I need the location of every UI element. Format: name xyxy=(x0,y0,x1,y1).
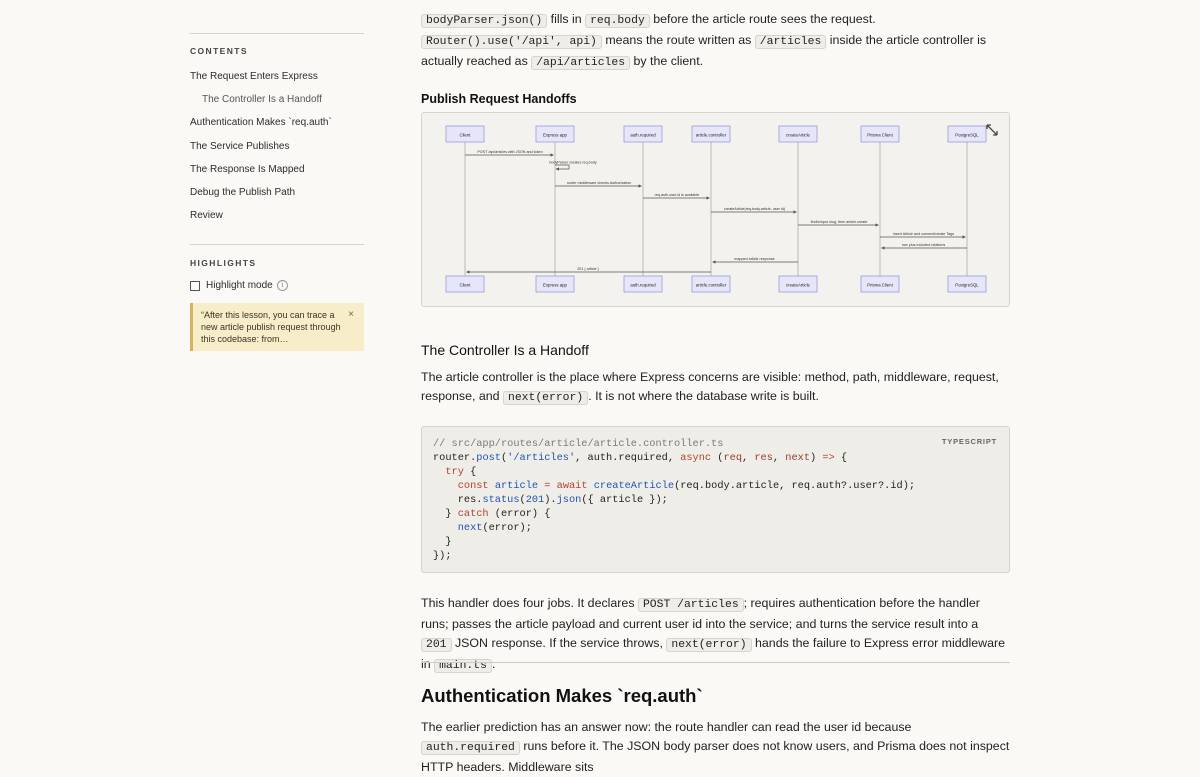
highlight-mode-label: Highlight mode xyxy=(206,280,273,291)
intro-paragraph: bodyParser.json() fills in req.body befo… xyxy=(421,10,1010,73)
participant-label: Express app xyxy=(543,133,567,138)
expand-icon[interactable] xyxy=(985,123,999,137)
participant-label: auth.required xyxy=(630,283,656,288)
toc-item[interactable]: The Response Is Mapped xyxy=(190,163,305,175)
close-icon[interactable]: × xyxy=(348,309,354,320)
participant-box xyxy=(623,125,663,143)
text: This handler does four jobs. It declares xyxy=(421,596,638,610)
participant-label: Client xyxy=(460,283,472,288)
self-message-arrow xyxy=(555,164,570,171)
toc-item[interactable]: The Service Publishes xyxy=(190,140,290,152)
participant-label: PostgreSQL xyxy=(955,283,979,288)
toc-item[interactable]: The Request Enters Express xyxy=(190,71,318,82)
info-icon[interactable]: i xyxy=(276,280,288,291)
inline-code: /articles xyxy=(754,35,827,49)
inline-code: POST /articles xyxy=(637,598,744,612)
section-paragraph: The earlier prediction has an answer now… xyxy=(421,718,1010,777)
participant-label: Client xyxy=(460,133,472,138)
highlights-heading: HIGHLIGHTS xyxy=(190,258,257,268)
message-label: POST /api/articles with JSON and token xyxy=(477,150,542,154)
highlight-note-text: “After this lesson, you can trace a new … xyxy=(201,310,341,344)
participant-box xyxy=(535,275,575,293)
participant-box xyxy=(947,275,987,293)
participant-box xyxy=(445,125,485,143)
participant-label: article.controller xyxy=(696,283,727,288)
inline-code: next(error) xyxy=(502,391,589,405)
section-divider xyxy=(421,662,1010,663)
participant-box xyxy=(445,275,485,293)
inline-code: req.body xyxy=(585,14,650,28)
toc-item[interactable]: The Controller Is a Handoff xyxy=(202,94,322,106)
inline-code: auth.required xyxy=(421,741,520,755)
toc-item[interactable]: Authentication Makes `req.auth` xyxy=(190,117,332,129)
inline-code: Router().use('/api', api) xyxy=(421,35,602,49)
participant-label: Prisma Client xyxy=(867,133,893,138)
participant-label: PostgreSQL xyxy=(955,133,979,138)
section-heading: The Controller Is a Handoff xyxy=(421,342,589,358)
message-label: mapped article response xyxy=(734,257,774,261)
code-comment: // src/app/routes/article/article.contro… xyxy=(433,438,724,450)
code-language-label: TYPESCRIPT xyxy=(941,437,997,446)
code-block: TYPESCRIPT // src/app/routes/article/art… xyxy=(421,426,1010,573)
participant-box xyxy=(860,125,900,143)
participant-box xyxy=(778,125,818,143)
text: . xyxy=(491,657,496,671)
participant-label: Prisma Client xyxy=(867,283,893,288)
text: by the client. xyxy=(630,54,704,68)
participant-box xyxy=(623,275,663,293)
message-label: 201 { article } xyxy=(577,267,599,271)
figure-title: Publish Request Handoffs xyxy=(421,92,577,106)
participant-box xyxy=(691,125,731,143)
participant-label: article.controller xyxy=(696,133,727,138)
contents-heading: CONTENTS xyxy=(190,46,248,56)
participant-box xyxy=(860,275,900,293)
participant-box xyxy=(947,125,987,143)
toc-item[interactable]: Debug the Publish Path xyxy=(190,187,296,198)
text: inside the article controller is actuall… xyxy=(421,33,987,68)
text: fills in xyxy=(547,12,586,26)
participant-label: Express app xyxy=(543,283,567,288)
inline-code: next(error) xyxy=(666,638,752,652)
highlight-mode-toggle[interactable]: Highlight mode i xyxy=(190,280,288,291)
participant-box xyxy=(535,125,575,143)
inline-code: 201 xyxy=(421,638,452,652)
participant-box xyxy=(691,275,731,293)
code-content: // src/app/routes/article/article.contro… xyxy=(433,438,916,562)
text: JSON response. If the service throws, xyxy=(451,636,667,650)
text: means the route written as xyxy=(601,33,755,47)
section-paragraph: The article controller is the place wher… xyxy=(421,368,1010,408)
message-label: row plus included relations xyxy=(902,243,946,247)
inline-code: bodyParser.json() xyxy=(421,14,548,28)
sidebar-divider xyxy=(190,33,364,34)
highlight-note[interactable]: “After this lesson, you can trace a new … xyxy=(190,303,364,351)
participant-label: auth.required xyxy=(630,133,656,138)
participant-label: createArticle xyxy=(786,133,810,138)
highlight-mode-checkbox[interactable] xyxy=(190,280,200,291)
message-label: router middleware checks Authorization xyxy=(567,181,631,185)
participant-label: createArticle xyxy=(786,283,810,288)
after-code-paragraph: This handler does four jobs. It declares… xyxy=(421,594,1010,676)
toc-item[interactable]: Review xyxy=(190,210,223,222)
message-label: createArticle(req.body.article, user id) xyxy=(724,207,785,211)
sidebar-divider xyxy=(190,244,364,245)
text: before the article route sees the reques… xyxy=(649,12,876,26)
text: The article controller is the place wher… xyxy=(421,370,999,403)
message-label: findUnique slug, then article.create xyxy=(811,220,868,224)
message-label: req.auth.user.id is available xyxy=(655,193,700,197)
participant-box xyxy=(778,275,818,293)
message-label: bodyParser creates req.body xyxy=(549,161,597,165)
text: . It is not where the database write is … xyxy=(588,389,819,403)
text: The earlier prediction has an answer now… xyxy=(421,720,912,734)
text: ; requires authentication before the han… xyxy=(421,596,980,631)
text: hands the failure to Express error middl… xyxy=(421,636,1006,671)
inline-code: /api/articles xyxy=(531,56,631,70)
message-label: insert Article and connect/create Tags xyxy=(893,232,954,236)
section-heading-large: Authentication Makes `req.auth` xyxy=(421,685,703,706)
